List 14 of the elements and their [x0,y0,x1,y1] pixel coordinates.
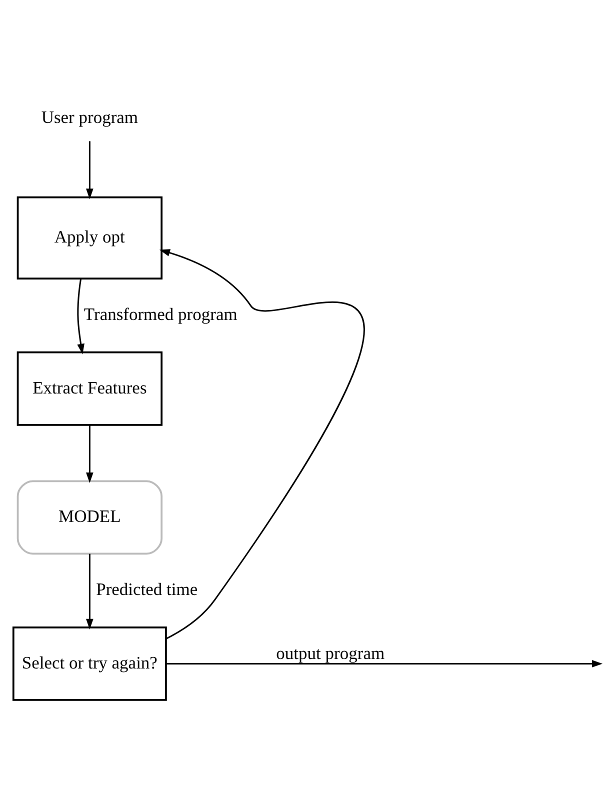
arrow [86,425,94,484]
edge-label: Transformed program [84,304,238,324]
edge-label: Predicted time [96,579,198,600]
node-box: Select or try again? [12,626,167,701]
arrow [86,554,94,630]
arrow [166,660,603,668]
edge-label: output program [276,642,385,663]
node-box: Extract Features [16,351,163,426]
node-box: Apply opt [16,196,163,280]
arrow [86,141,94,200]
node-box: MODEL [16,480,163,555]
arrow [159,249,364,640]
node-text: User program [41,107,138,128]
arrow [77,278,84,354]
